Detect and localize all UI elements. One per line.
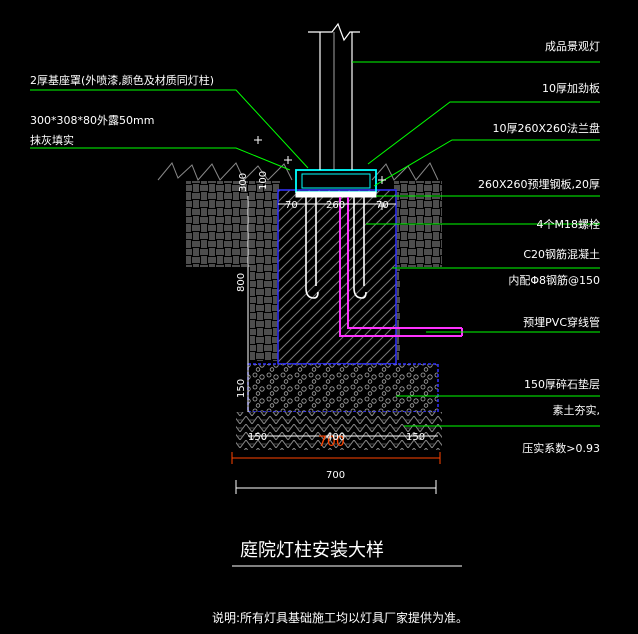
label-embed-plate: 260X260预埋钢板,20厚 <box>478 177 600 191</box>
concrete-footing <box>277 189 397 365</box>
reference-marks <box>254 136 386 210</box>
base-cover <box>295 169 377 193</box>
label-fill: 抹灰填实 <box>30 133 74 147</box>
label-rebar: 内配Φ8钢筋@150 <box>508 273 600 287</box>
dim-base-right: 150 <box>406 432 425 443</box>
dim-base-overlay: 700 <box>318 434 345 450</box>
label-compaction: 压实系数>0.93 <box>522 441 600 455</box>
label-plate-10: 10厚加劲板 <box>542 81 600 95</box>
label-pedestal: 300*308*80外露50mm <box>30 114 154 127</box>
anchor-bolts <box>305 197 367 299</box>
label-concrete: C20钢筋混凝土 <box>523 247 600 261</box>
gravel-cushion <box>247 363 439 413</box>
label-soil: 素土夯实, <box>553 403 601 417</box>
dim-base-left: 150 <box>248 432 267 443</box>
flange-plate <box>295 191 377 198</box>
drawing-title: 庭院灯柱安装大样 <box>240 540 384 561</box>
dim-top-left: 70 <box>285 200 298 211</box>
dim-height-body: 800 <box>236 273 247 292</box>
compacted-soil <box>236 412 442 450</box>
dimension-lines <box>231 196 441 494</box>
grass-line <box>157 162 439 181</box>
dim-top-right: 70 <box>376 200 389 211</box>
dim-height-lip: 100 <box>258 171 269 190</box>
leader-lines <box>30 61 600 427</box>
label-bolts: 4个M18螺栓 <box>537 217 601 231</box>
lamp-post <box>308 22 360 170</box>
dim-base-mid: 400 <box>326 432 345 443</box>
label-cover: 2厚基座罩(外喷漆,颜色及材质同灯柱) <box>30 73 214 87</box>
dim-height-top: 300 <box>238 173 249 192</box>
label-pvc: 预埋PVC穿线管 <box>523 315 600 329</box>
label-lamp: 成品景观灯 <box>545 40 600 53</box>
pvc-conduit <box>339 197 462 337</box>
dim-base-total: 700 <box>326 470 345 481</box>
dim-top-mid: 260 <box>326 200 345 211</box>
label-flange: 10厚260X260法兰盘 <box>492 121 600 135</box>
drawing-note: 说明:所有灯具基础施工均以灯具厂家提供为准。 <box>212 610 468 625</box>
label-gravel: 150厚碎石垫层 <box>524 377 600 391</box>
dim-height-gravel: 150 <box>236 379 247 398</box>
